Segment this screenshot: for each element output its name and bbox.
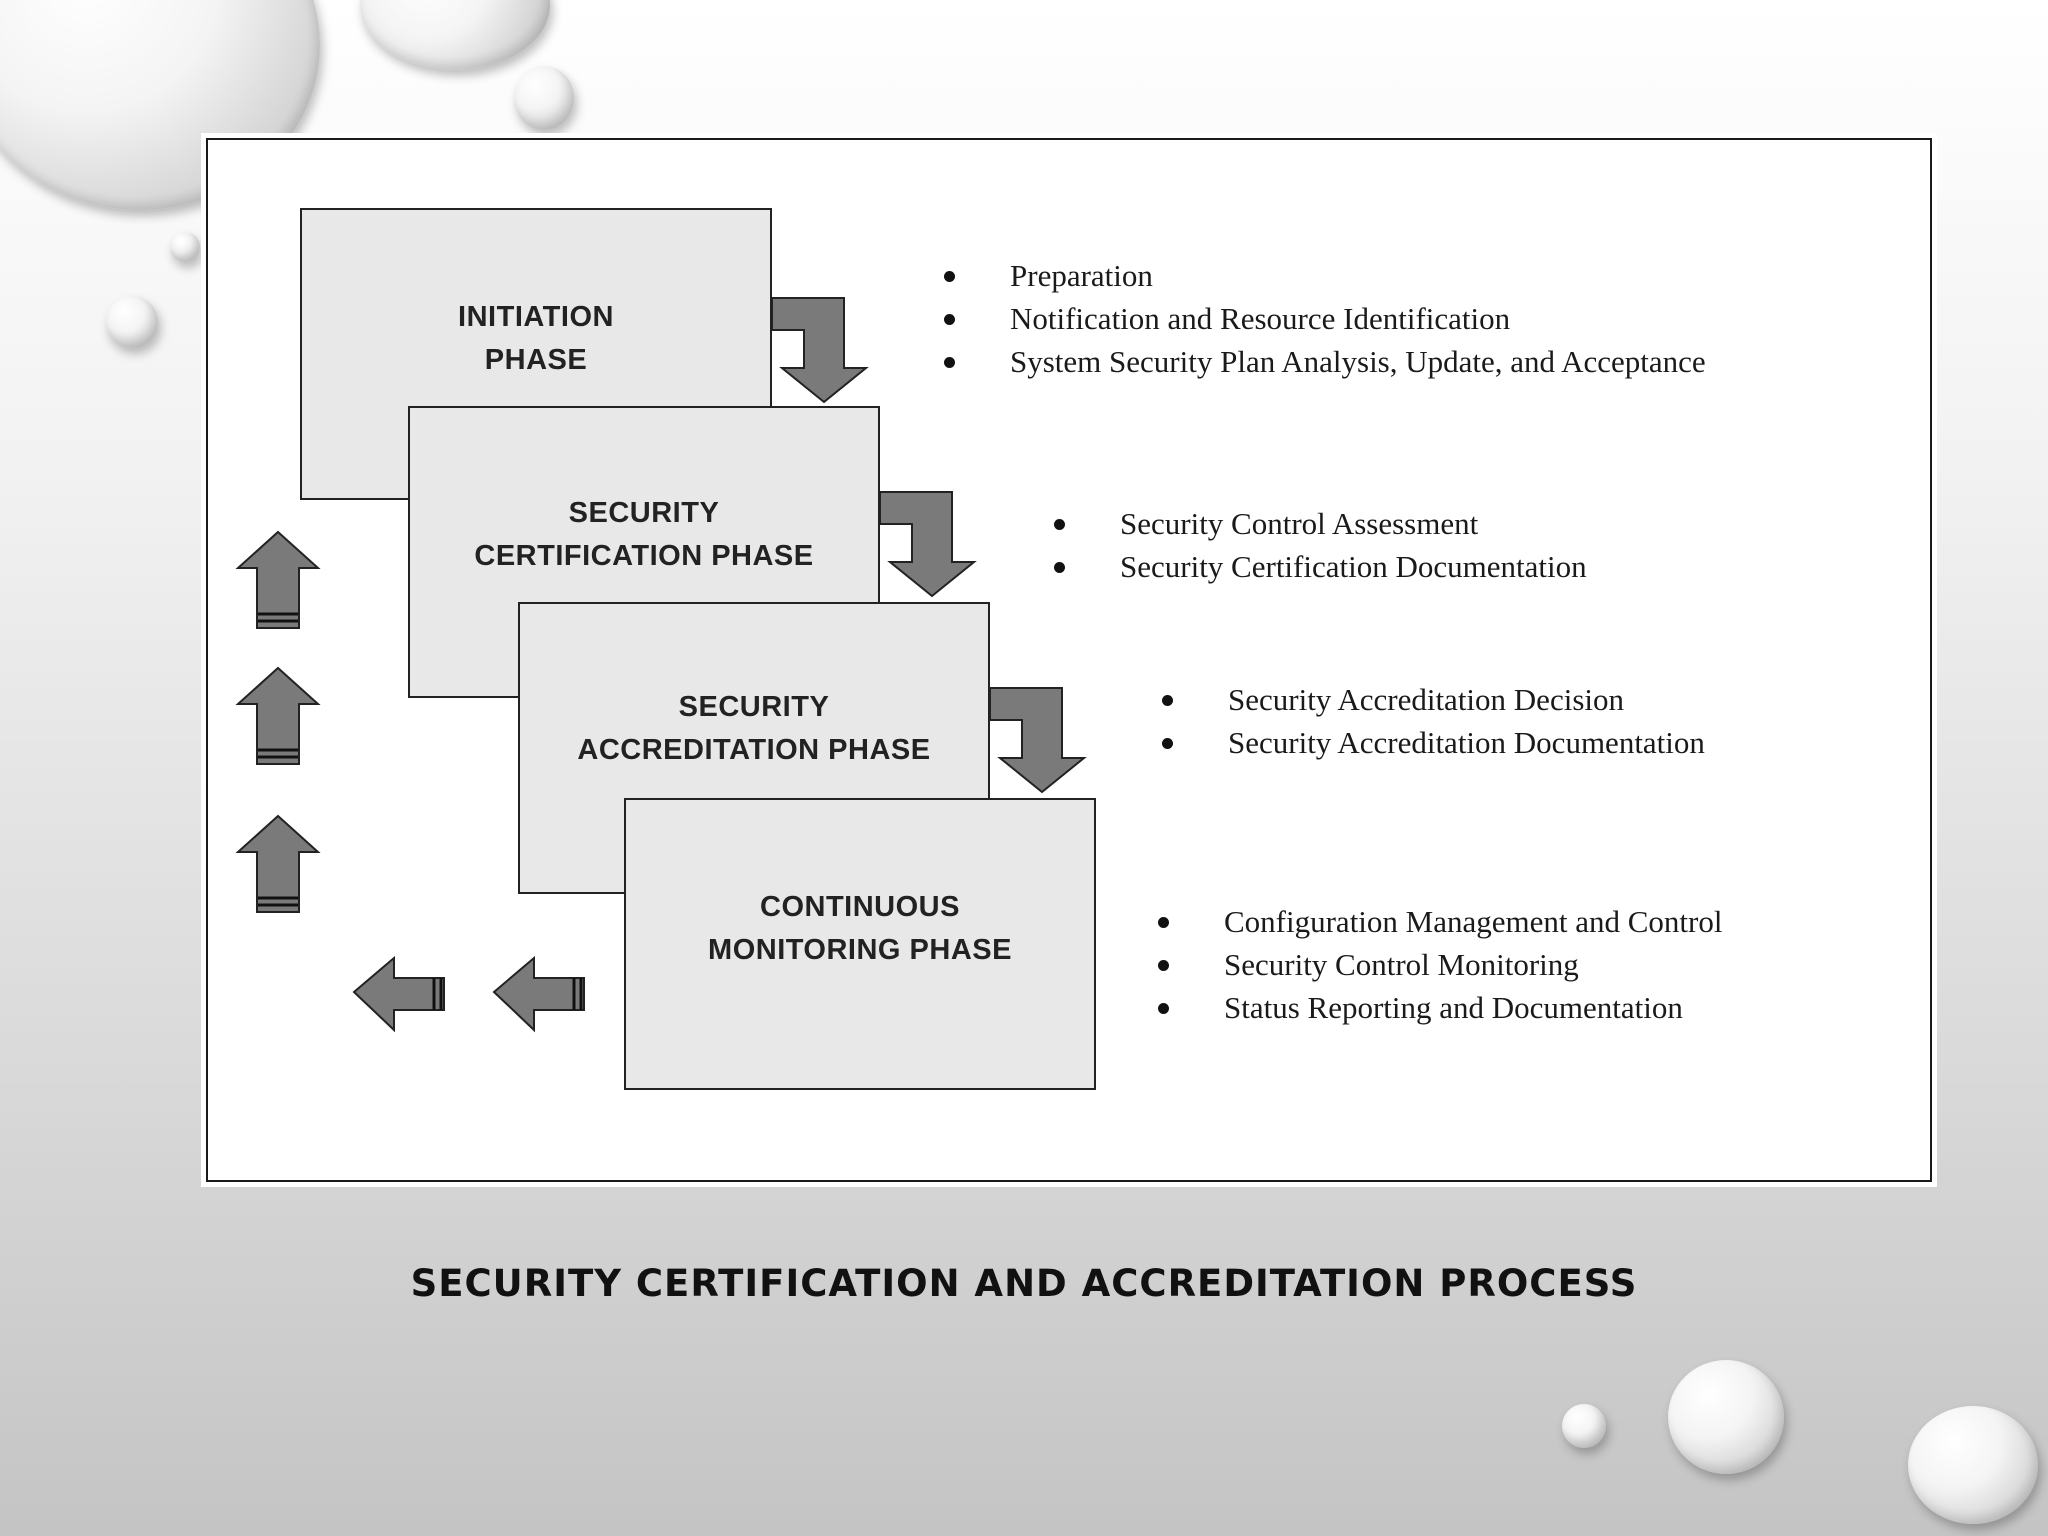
phase-title-line: SECURITY — [678, 691, 830, 723]
accreditation-phase-label: SECURITY ACCREDITATION PHASE — [520, 686, 988, 772]
flow-arrows — [235, 297, 1087, 1033]
water-drop-decoration — [106, 296, 158, 348]
activity-item: Notification and Resource Identification — [938, 297, 1706, 340]
phase-title-line: PHASE — [484, 344, 588, 376]
phase-title-line: SECURITY — [568, 497, 720, 529]
bent-arrow-icon — [771, 297, 869, 404]
phase-title-line: MONITORING PHASE — [708, 934, 1012, 966]
water-drop-decoration — [514, 66, 574, 130]
certification-phase-label: SECURITY CERTIFICATION PHASE — [410, 492, 878, 578]
water-drop-decoration — [1908, 1406, 2038, 1524]
slide-caption: SECURITY CERTIFICATION AND ACCREDITATION… — [410, 1262, 1638, 1305]
activity-item: Security Accreditation Decision — [1156, 678, 1705, 721]
up-arrow-icon — [235, 814, 321, 913]
bent-arrow-icon — [879, 491, 977, 598]
activity-item: System Security Plan Analysis, Update, a… — [938, 340, 1706, 383]
phase-title-line: INITIATION — [458, 301, 614, 333]
activity-item: Security Certification Documentation — [1048, 545, 1587, 588]
monitoring-phase-label: CONTINUOUS MONITORING PHASE — [626, 886, 1094, 972]
certification-activities: Security Control Assessment Security Cer… — [1048, 502, 1587, 588]
phase-title-line: CERTIFICATION PHASE — [474, 540, 814, 572]
left-arrow-icon — [352, 955, 445, 1033]
water-drop-decoration — [1562, 1404, 1606, 1448]
left-arrow-icon — [492, 955, 585, 1033]
activity-item: Security Control Assessment — [1048, 502, 1587, 545]
up-arrow-icon — [235, 666, 321, 765]
diagram-frame: INITIATION PHASE SECURITY CERTIFICATION … — [206, 138, 1932, 1182]
up-arrow-icon — [235, 530, 321, 629]
phase-title-line: CONTINUOUS — [760, 891, 960, 923]
water-drop-decoration — [360, 0, 550, 70]
accreditation-activities: Security Accreditation Decision Security… — [1156, 678, 1705, 764]
water-drop-decoration — [1668, 1360, 1784, 1474]
water-drop-decoration — [170, 232, 200, 262]
activity-item: Configuration Management and Control — [1152, 900, 1722, 943]
phase-title-line: ACCREDITATION PHASE — [577, 734, 931, 766]
activity-item: Preparation — [938, 254, 1706, 297]
bent-arrow-icon — [989, 687, 1087, 794]
initiation-activities: Preparation Notification and Resource Id… — [938, 254, 1706, 383]
monitoring-phase-box: CONTINUOUS MONITORING PHASE — [624, 798, 1096, 1090]
monitoring-activities: Configuration Management and Control Sec… — [1152, 900, 1722, 1029]
activity-item: Status Reporting and Documentation — [1152, 986, 1722, 1029]
activity-item: Security Accreditation Documentation — [1156, 721, 1705, 764]
activity-item: Security Control Monitoring — [1152, 943, 1722, 986]
initiation-phase-label: INITIATION PHASE — [302, 296, 770, 382]
